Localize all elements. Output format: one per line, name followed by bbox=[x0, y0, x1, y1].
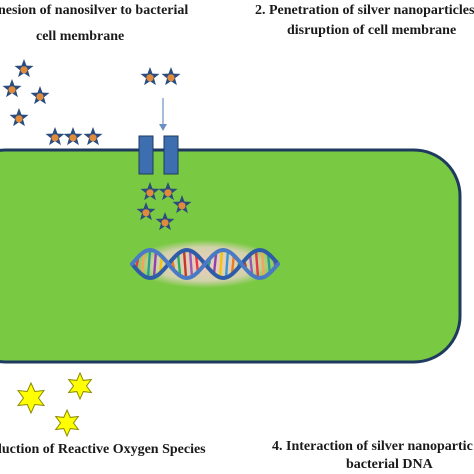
adhesion-label-line2: cell membrane bbox=[36, 29, 125, 44]
dna-base-pair bbox=[212, 254, 218, 274]
dna-base-pair bbox=[188, 250, 194, 278]
nanoparticle-group bbox=[2, 59, 192, 231]
dna-base-pair bbox=[248, 254, 254, 274]
dna-base-pair bbox=[224, 250, 230, 278]
dna-base-pair bbox=[260, 250, 266, 278]
nanoparticle-star-icon bbox=[136, 202, 156, 221]
nanoparticle-star-icon bbox=[158, 182, 178, 201]
nanoparticle-star-icon bbox=[83, 127, 103, 146]
dna-base-pair bbox=[152, 250, 158, 278]
nanoparticle-star-icon bbox=[140, 67, 160, 86]
dna-base-pair bbox=[140, 253, 146, 275]
penetration-label-line1: 2. Penetration of silver nanoparticles bbox=[255, 3, 474, 18]
nanoparticle-star-icon bbox=[155, 212, 175, 231]
dna-base-pair bbox=[218, 250, 224, 278]
entry-arrow-head-icon bbox=[159, 124, 167, 131]
dna-base-pair bbox=[176, 253, 182, 275]
ros-label: luction of Reactive Oxygen Species bbox=[0, 442, 206, 457]
dna-backbone-strand-2 bbox=[130, 247, 280, 281]
nanoparticle-star-icon bbox=[30, 86, 50, 105]
nanoparticle-star-icon bbox=[45, 127, 65, 146]
reactive-oxygen-group bbox=[16, 371, 93, 438]
reactive-oxygen-star-icon bbox=[67, 371, 93, 401]
penetration-label-line2: disruption of cell membrane bbox=[287, 23, 457, 38]
nanoparticle-star-icon bbox=[161, 67, 181, 86]
nanoparticle-star-icon bbox=[9, 108, 29, 127]
adhesion-label-line1: nesion of nanosilver to bacterial bbox=[0, 3, 189, 18]
dna-label-line2: bacterial DNA bbox=[346, 457, 433, 472]
dna-label-line1: 4. Interaction of silver nanopartic bbox=[272, 439, 473, 454]
reactive-oxygen-star-icon bbox=[54, 408, 80, 438]
dna-base-pair bbox=[146, 250, 152, 278]
dna-base-pair bbox=[182, 250, 188, 278]
membrane-channel-right bbox=[163, 135, 179, 175]
membrane-channel-left bbox=[138, 135, 154, 175]
reactive-oxygen-star-icon bbox=[16, 381, 46, 415]
nanoparticle-star-icon bbox=[140, 182, 160, 201]
dna-base-pair bbox=[254, 250, 260, 278]
nanoparticle-star-icon bbox=[63, 127, 83, 146]
nanoparticle-star-icon bbox=[2, 79, 22, 98]
nanoparticle-star-icon bbox=[172, 195, 192, 214]
nanoparticle-star-icon bbox=[14, 59, 34, 78]
